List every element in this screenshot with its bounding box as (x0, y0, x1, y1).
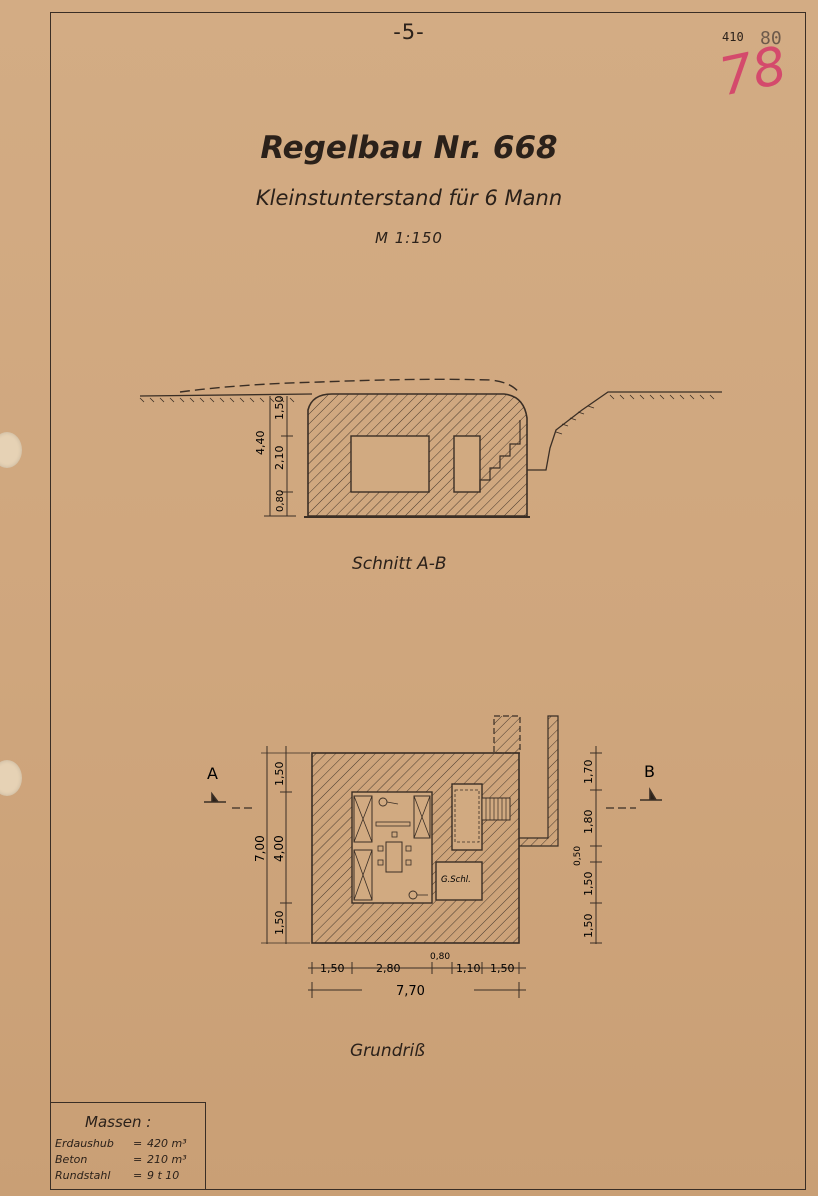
section-caption: Schnitt A-B (352, 554, 447, 574)
section-marker-b: B (644, 762, 655, 781)
trench-profile (527, 391, 722, 471)
section-arrow-a-icon (204, 791, 226, 803)
plan-main-room (351, 791, 433, 904)
stool (377, 859, 384, 866)
bunk (353, 795, 373, 843)
stool (391, 831, 398, 838)
plan-dim-total-depth: 7,00 (253, 835, 267, 862)
section-view: 4,40 1,50 2,10 0,80 (139, 378, 722, 518)
section-arrow-b-icon (640, 787, 662, 801)
plan-dim-room-depth: 4,00 (272, 835, 286, 862)
plan-dim-right: 1,50 (582, 914, 595, 939)
quantity-row: Rundstahl = 9 t 10 (55, 1169, 180, 1182)
section-dim-total: 4,40 (254, 431, 267, 456)
plan-caption: Grundriß (350, 1041, 425, 1061)
plan-dim-bottom: 2,80 (376, 962, 401, 975)
bunk (413, 795, 431, 839)
trench-wall (519, 715, 559, 847)
sheet-border (50, 12, 806, 1190)
punch-hole (0, 432, 22, 468)
plan-dim-bottom: 0,80 (430, 952, 450, 962)
quantity-row: Beton = 210 m³ (55, 1153, 187, 1166)
earth-cover (179, 378, 521, 395)
plan-entrance (451, 783, 483, 851)
archive-stamp: 410 (722, 30, 744, 44)
ground-hatching (139, 397, 295, 403)
plan-dim-right: 1,70 (582, 760, 595, 785)
plan-dim-right: 1,80 (582, 810, 595, 835)
plan-dim-bottom: 1,50 (320, 962, 345, 975)
quantities-heading: Massen : (85, 1113, 152, 1131)
quantity-row: Erdaushub = 420 m³ (55, 1137, 187, 1150)
section-marker-a: A (207, 764, 218, 783)
plan-dim-bottom: 1,50 (490, 962, 515, 975)
bunk (353, 849, 373, 901)
table (385, 841, 403, 873)
plan-stairs (481, 797, 511, 821)
plan-dim-back-wall: 1,50 (273, 911, 286, 936)
stool (405, 859, 412, 866)
page-number: -5- (393, 20, 425, 44)
plan-dim-right: 1,50 (582, 872, 595, 897)
drawing-title: Regelbau Nr. 668 (260, 130, 558, 166)
section-dim-room: 2,10 (273, 446, 286, 471)
section-stairs (479, 420, 521, 492)
archive-stamp-overwrite: 80 (760, 28, 782, 49)
plan-dim-right: 0,50 (573, 846, 583, 866)
plan-dim-total-width: 7,70 (396, 984, 425, 999)
section-room (350, 435, 430, 493)
stool (377, 845, 384, 852)
section-dim-base: 0,80 (275, 490, 286, 512)
ground-line (139, 393, 313, 397)
trench-wall (493, 715, 521, 754)
stool (405, 845, 412, 852)
section-dim-cover: 1,50 (273, 396, 286, 421)
punch-hole (0, 760, 22, 796)
plan-dim-front-wall: 1,50 (273, 762, 286, 787)
plan-dim-bottom: 1,10 (456, 962, 481, 975)
plan-view: G.Schl. 7,00 4,00 1,50 1,50 (204, 715, 662, 999)
section-entrance (453, 435, 481, 493)
drawing-scale: M 1:150 (375, 229, 443, 247)
gas-lock-label: G.Schl. (441, 875, 471, 885)
trench-hatching (555, 394, 715, 435)
gas-lock-room (435, 861, 483, 901)
drawing-subtitle: Kleinstunterstand für 6 Mann (255, 186, 563, 210)
quantities-box: Massen : Erdaushub = 420 m³ Beton = 210 … (50, 1102, 206, 1190)
